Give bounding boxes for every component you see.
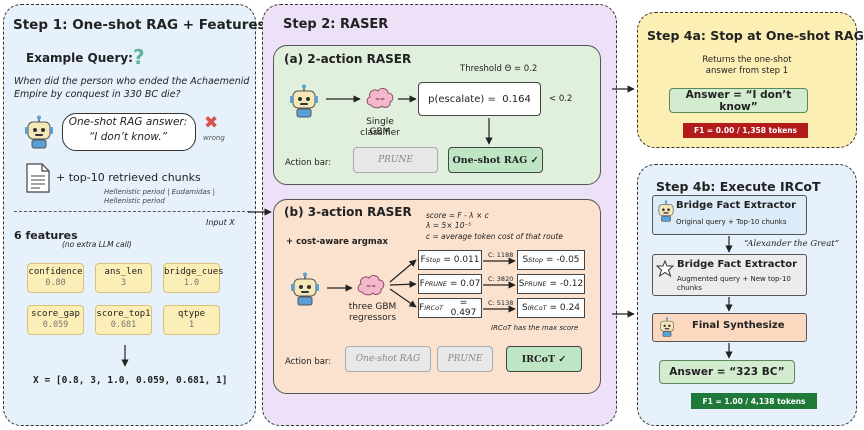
bridge-entity: “Alexander the Great” xyxy=(744,239,840,249)
robot-icon xyxy=(289,84,319,118)
c-ircot: C: 5138 xyxy=(488,299,514,307)
chunks-label: + top-10 retrieved chunks xyxy=(56,171,201,184)
classifier-line1: Single GBM xyxy=(366,117,394,137)
bfe2-sub2: chunks xyxy=(677,284,702,292)
feature-vector: X = [0.8, 3, 1.0, 0.059, 0.681, 1] xyxy=(33,375,228,386)
robot-icon xyxy=(290,272,320,306)
wrong-cross-icon: ✖ xyxy=(204,113,219,133)
step1-panel xyxy=(3,4,256,426)
bfe2-box xyxy=(652,254,807,296)
raser-a-title: (a) 2-action RASER xyxy=(284,52,412,66)
formula-score: score = F - λ × c xyxy=(426,211,489,220)
prune-button-a[interactable]: PRUNE xyxy=(353,147,438,173)
brain-icon: ≈≈ xyxy=(357,274,385,300)
step4a-desc2: answer from step 1 xyxy=(705,66,789,76)
raser-b-title: (b) 3-action RASER xyxy=(284,205,412,219)
step4a-title: Step 4a: Stop at One-shot RAG xyxy=(647,28,864,43)
bfe2-title: Bridge Fact Extractor xyxy=(677,259,797,270)
oneshot-button-a[interactable]: One-shot RAG ✓ xyxy=(448,147,543,173)
input-x-label: Input X xyxy=(206,218,235,227)
step4a-score-badge: F1 = 0.00 / 1,358 tokens xyxy=(683,123,808,138)
answer-bubble-line1: One-shot RAG answer: xyxy=(68,116,188,128)
chunks-sub2: Hellenistic period xyxy=(104,197,165,205)
final-synth-box xyxy=(652,313,807,342)
document-icon xyxy=(26,163,50,197)
bfe1-title: Bridge Fact Extractor xyxy=(676,200,796,211)
star-icon xyxy=(655,259,675,282)
action-bar-label-a: Action bar: xyxy=(285,158,332,168)
wrong-label: wrong xyxy=(203,134,225,142)
c-prune: C: 3820 xyxy=(488,275,514,283)
features-title: 6 features xyxy=(14,229,78,242)
action-bar-label-b: Action bar: xyxy=(285,357,332,367)
answer-bubble-line2: “I don’t know.” xyxy=(88,131,168,143)
escalate-prob-value: 0.164 xyxy=(502,93,531,105)
prune-button-b[interactable]: PRUNE xyxy=(437,346,493,372)
max-score-note: IRCoT has the max score xyxy=(491,324,579,332)
formula-lambda: λ = 5× 10⁻⁵ xyxy=(426,221,472,230)
answer-bubble xyxy=(62,113,196,151)
regressors-line2: regressors xyxy=(348,313,397,323)
features-note: (no extra LLM call) xyxy=(62,240,132,249)
step2-title: Step 2: RASER xyxy=(283,17,389,32)
robot-icon xyxy=(24,115,54,149)
separator xyxy=(14,211,250,212)
svg-text:≈≈: ≈≈ xyxy=(366,283,376,290)
step4b-score-badge: F1 = 1.00 / 4,138 tokens xyxy=(691,393,817,409)
robot-icon xyxy=(658,317,676,337)
final-synth-title: Final Synthesize xyxy=(692,320,785,331)
bfe2-sub1: Augmented query + New top-10 xyxy=(677,275,791,283)
bfe1-sub: Original query + Top-10 chunks xyxy=(676,218,787,226)
chunks-sub1: Hellenistic period | Eudamidas | xyxy=(104,188,215,196)
brain-icon: ≈≈ xyxy=(366,87,394,113)
step1-title: Step 1: One-shot RAG + Features xyxy=(13,17,266,33)
classifier-line2: classifier xyxy=(360,128,400,138)
step4a-desc1: Returns the one-shot xyxy=(702,55,792,65)
step4b-title: Step 4b: Execute IRCoT xyxy=(656,179,821,194)
argmax-label: + cost-aware argmax xyxy=(286,237,388,247)
step4b-answer-box: Answer = “323 BC” xyxy=(659,360,795,384)
regressors-line1: three GBM xyxy=(348,302,397,312)
example-label: Example Query: xyxy=(26,51,133,65)
question-mark-icon: ? xyxy=(133,45,145,69)
step4a-answer-box: Answer = “I don’t know” xyxy=(669,88,808,113)
ircot-button-b[interactable]: IRCoT ✓ xyxy=(506,346,582,372)
svg-text:≈≈: ≈≈ xyxy=(375,96,385,103)
example-query: When did the person who ended the Achaem… xyxy=(14,76,250,100)
formula-cost: c = average token cost of that route xyxy=(426,232,564,241)
oneshot-button-b[interactable]: One-shot RAG xyxy=(345,346,431,372)
bfe1-box xyxy=(652,195,807,235)
threshold-label: Threshold Θ = 0.2 xyxy=(460,64,538,74)
escalate-prob-label: p(escalate) = xyxy=(428,93,496,105)
escalate-prob-box: p(escalate) = 0.164 xyxy=(418,82,541,116)
robot-icon xyxy=(656,200,676,222)
c-stop: C: 1188 xyxy=(488,251,514,259)
threshold-compare: < 0.2 xyxy=(549,94,573,104)
